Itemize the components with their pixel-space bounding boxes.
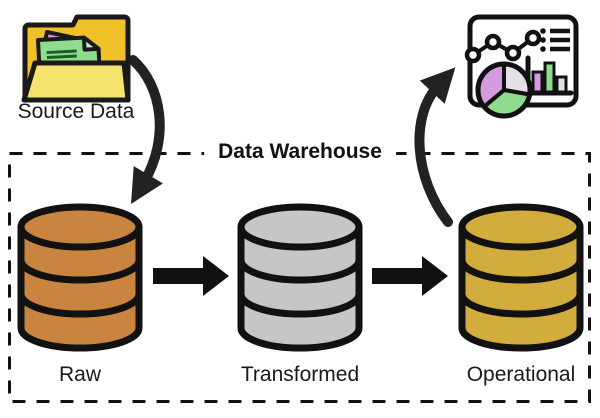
- analytics-arrow: [414, 67, 456, 227]
- source-folder-icon: [21, 14, 131, 103]
- raw-database-band: [17, 293, 143, 318]
- raw-database-band: [17, 259, 143, 284]
- operational-database-icon: [458, 203, 584, 352]
- source-data-label: Source Data: [17, 100, 135, 123]
- operational-database-label: Operational: [466, 363, 576, 386]
- operational-database-band: [458, 259, 584, 284]
- operational-database-band: [458, 293, 584, 318]
- folder-flap: [21, 60, 131, 103]
- raw-database-label: Raw: [58, 363, 101, 386]
- green-document-fold: [81, 35, 101, 52]
- raw-database-body: [17, 223, 143, 352]
- ingest-arrow: [128, 55, 165, 204]
- warehouse-title: Data Warehouse: [204, 139, 396, 165]
- transformed-database-icon: [237, 203, 363, 352]
- transformed-database-top: [237, 203, 363, 251]
- bullet-list-icon: [540, 28, 570, 52]
- analytics-dashboard-icon: [464, 14, 579, 119]
- transformed-database-label: Transformed: [240, 363, 360, 386]
- raw-database-top: [17, 203, 143, 251]
- transformed-database-band: [237, 259, 363, 284]
- operational-database-top: [458, 203, 584, 251]
- raw-to-transformed-arrow: [153, 256, 229, 296]
- transformed-database-body: [237, 223, 363, 352]
- line-chart-icon: [464, 29, 542, 64]
- transformed-database-band: [237, 293, 363, 318]
- green-document-lines: [46, 49, 77, 60]
- pie-chart-icon: [475, 61, 533, 119]
- operational-database-body: [458, 223, 584, 352]
- raw-database-icon: [17, 203, 143, 352]
- transformed-to-operational-arrow: [372, 256, 448, 296]
